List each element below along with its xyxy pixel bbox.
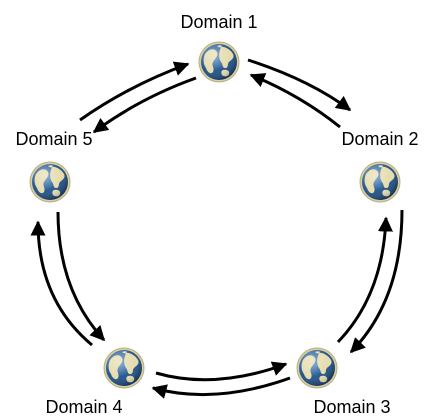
arrow-d2-to-d1 (249, 73, 341, 129)
globe-icon (29, 161, 71, 203)
arrow-d3-to-d4 (151, 376, 291, 399)
node-label: Domain 5 (15, 129, 92, 149)
arrow-d1-to-d5 (92, 76, 197, 134)
node-domain-3: Domain 3 (296, 347, 391, 417)
node-domain-1: Domain 1 (180, 12, 258, 83)
arrow-d1-to-d2 (247, 58, 352, 112)
arrow-d5-to-d1 (79, 61, 190, 122)
arrow-d4-to-d3 (155, 361, 288, 382)
globe-icon (296, 347, 338, 389)
arrow-d3-to-d2 (336, 216, 393, 344)
node-label: Domain 3 (313, 397, 390, 417)
node-label: Domain 2 (341, 129, 418, 149)
node-label: Domain 1 (180, 12, 257, 32)
globe-icon (198, 41, 240, 83)
node-domain-2: Domain 2 (341, 129, 419, 203)
arrow-d5-to-d4 (56, 211, 106, 342)
globe-icon (103, 347, 145, 389)
node-label: Domain 4 (45, 397, 122, 417)
arrow-d4-to-d5 (30, 220, 93, 347)
node-domain-4: Domain 4 (45, 347, 145, 417)
node-domain-5: Domain 5 (15, 129, 93, 203)
globe-icon (359, 161, 401, 203)
arrow-d2-to-d3 (349, 209, 404, 354)
